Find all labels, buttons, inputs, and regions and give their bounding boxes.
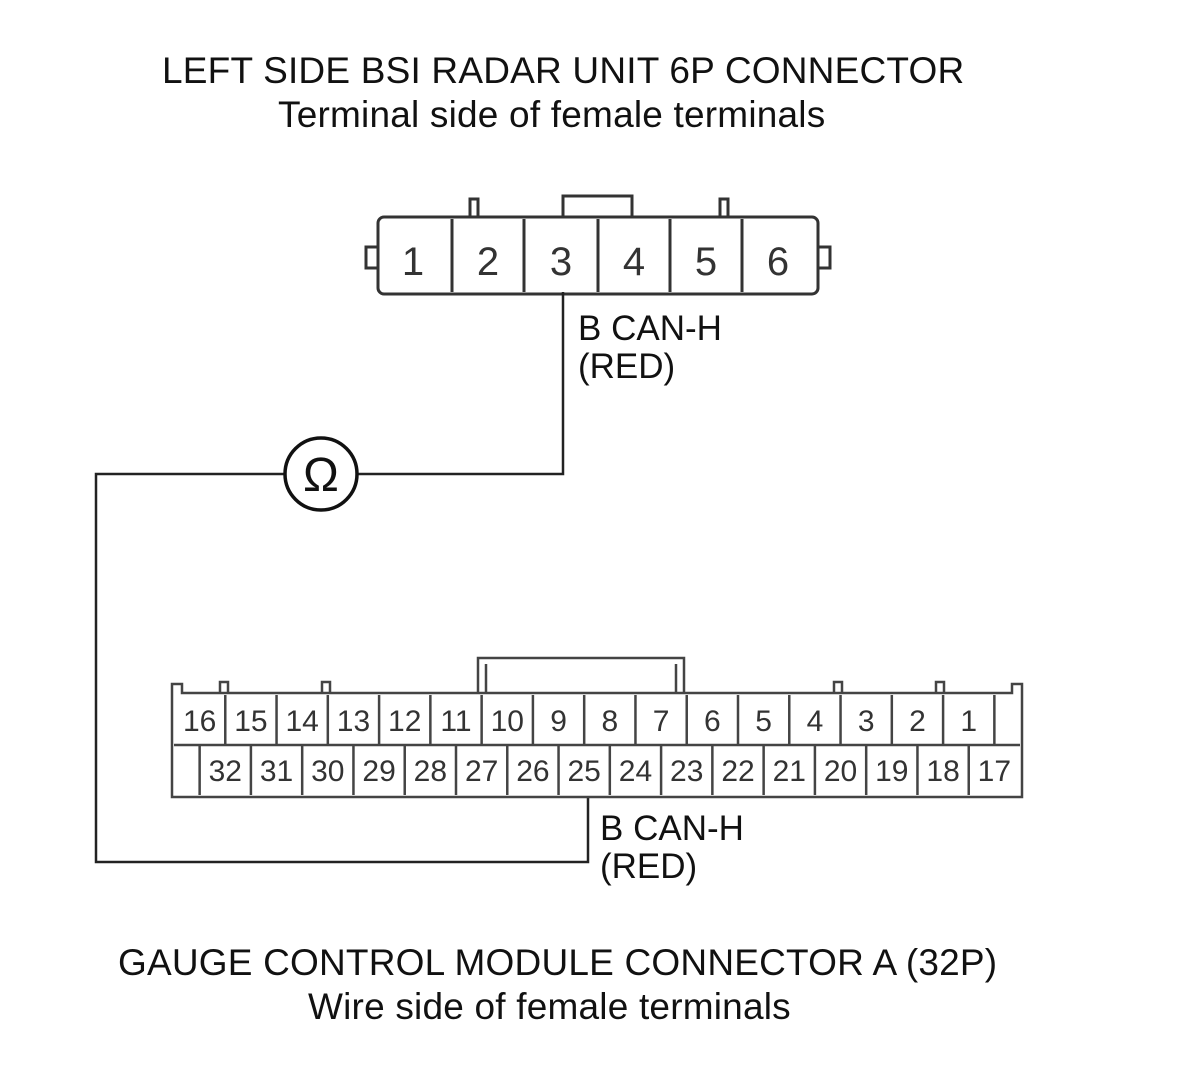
gauge-pin-2: 2 [909,705,926,738]
gauge-pin-16: 16 [183,705,216,738]
gauge-pin-13: 13 [337,705,370,738]
gauge-pin-25: 25 [567,755,600,788]
gauge-pin-1: 1 [960,705,977,738]
top-pin-6: 6 [767,240,789,284]
ohm-symbol: Ω [303,449,339,502]
gauge-pin-18: 18 [926,755,959,788]
top-pin-5: 5 [695,240,717,284]
top-wire-label: B CAN-H (RED) [578,310,722,386]
gauge-pin-5: 5 [755,705,772,738]
gauge-pin-3: 3 [858,705,875,738]
bottom-connector-title: GAUGE CONTROL MODULE CONNECTOR A (32P) [118,942,998,983]
gauge-pin-27: 27 [465,755,498,788]
gauge-pin-15: 15 [234,705,267,738]
bottom-connector [170,656,1024,799]
gauge-pin-24: 24 [619,755,652,788]
gauge-pin-17: 17 [978,755,1011,788]
gauge-pin-6: 6 [704,705,721,738]
top-connector-title: LEFT SIDE BSI RADAR UNIT 6P CONNECTOR [162,50,965,91]
top-connector [364,194,832,296]
gauge-pin-14: 14 [285,705,318,738]
gauge-pin-32: 32 [209,755,242,788]
gauge-pin-28: 28 [414,755,447,788]
gauge-pin-4: 4 [807,705,824,738]
top-pin-1: 1 [402,240,424,284]
gauge-pin-31: 31 [260,755,293,788]
gauge-pin-19: 19 [875,755,908,788]
bottom-connector-subtitle: Wire side of female terminals [308,986,791,1027]
gauge-pin-11: 11 [440,705,471,738]
gauge-pin-7: 7 [653,705,670,738]
gauge-pin-12: 12 [388,705,421,738]
gauge-pin-22: 22 [721,755,754,788]
top-connector-pins: 1 2 3 4 5 6 [402,240,789,284]
gauge-pin-20: 20 [824,755,857,788]
bottom-wire-signal: B CAN-H [600,809,744,848]
ohmmeter-icon: Ω [283,436,359,512]
gauge-pin-26: 26 [516,755,549,788]
gauge-pin-21: 21 [773,755,806,788]
top-wire-signal: B CAN-H [578,309,722,348]
gauge-pin-23: 23 [670,755,703,788]
top-connector-subtitle: Terminal side of female terminals [278,94,826,135]
gauge-pin-9: 9 [550,705,567,738]
bottom-wire-color: (RED) [600,847,698,886]
top-wire-color: (RED) [578,347,676,386]
gauge-pin-10: 10 [491,705,524,738]
gauge-pin-30: 30 [311,755,344,788]
top-pin-3: 3 [550,240,572,284]
top-pin-2: 2 [477,240,499,284]
gauge-pin-8: 8 [601,705,618,738]
gauge-pin-29: 29 [362,755,395,788]
top-pin-4: 4 [623,240,645,284]
bottom-wire-label: B CAN-H (RED) [600,810,744,886]
wire-path [94,292,590,864]
